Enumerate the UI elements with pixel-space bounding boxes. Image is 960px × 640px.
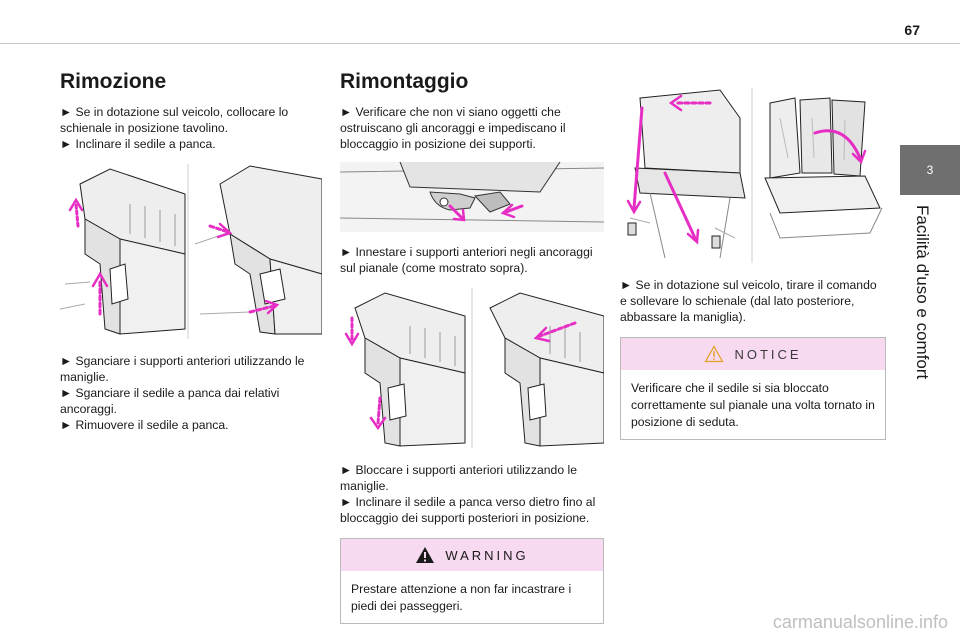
warning-box: WARNING Prestare attenzione a non far in… — [340, 538, 604, 624]
column-removal: Rimozione Se in dotazione sul veicolo, c… — [60, 70, 322, 433]
site-watermark: carmanualsonline.info — [772, 612, 948, 632]
step-text: Rimuovere il sedile a panca. — [60, 417, 322, 433]
step-text: Verificare che non vi siano oggetti che … — [340, 104, 604, 152]
illustration-bench-seat-lock — [340, 288, 604, 448]
step-text: Bloccare i supporti anteriori utilizzand… — [340, 462, 604, 494]
warning-triangle-icon — [416, 547, 435, 563]
warning-header: WARNING — [341, 539, 603, 571]
header-rule — [0, 43, 960, 44]
chapter-sidebar — [900, 195, 960, 640]
section-heading-removal: Rimozione — [60, 70, 167, 93]
step-text: Se in dotazione sul veicolo, tirare il c… — [620, 277, 886, 325]
step-text: Se in dotazione sul veicolo, collocare l… — [60, 104, 322, 136]
notice-triangle-icon — [704, 345, 724, 363]
notice-title: NOTICE — [734, 346, 802, 362]
step-text: Sganciare il sedile a panca dai relativi… — [60, 385, 322, 417]
chapter-tab: 3 — [900, 145, 960, 195]
warning-title: WARNING — [445, 547, 529, 563]
step-text: Sganciare i supporti anteriori utilizzan… — [60, 353, 322, 385]
step-text: Innestare i supporti anteriori negli anc… — [340, 244, 604, 276]
page-number: 67 — [904, 22, 920, 38]
illustration-floor-anchorage — [340, 162, 604, 232]
notice-box: NOTICE Verificare che il sedile si sia b… — [620, 337, 886, 440]
step-text: Inclinare il sedile a panca. — [60, 136, 322, 152]
column-refitting: Rimontaggio Verificare che non vi siano … — [340, 70, 604, 624]
column-backrest: Se in dotazione sul veicolo, tirare il c… — [620, 88, 886, 440]
illustration-bench-seat-tilt — [60, 164, 322, 339]
notice-header: NOTICE — [621, 338, 885, 370]
step-text: Inclinare il sedile a panca verso dietro… — [340, 494, 604, 526]
section-heading-refitting: Rimontaggio — [340, 70, 469, 93]
warning-text: Prestare attenzione a non far incastrare… — [351, 582, 572, 613]
notice-text: Verificare che il sedile si sia bloccato… — [631, 381, 875, 429]
chapter-title: Facilità d'uso e comfort — [913, 205, 932, 380]
illustration-backrest-raise — [620, 88, 886, 263]
